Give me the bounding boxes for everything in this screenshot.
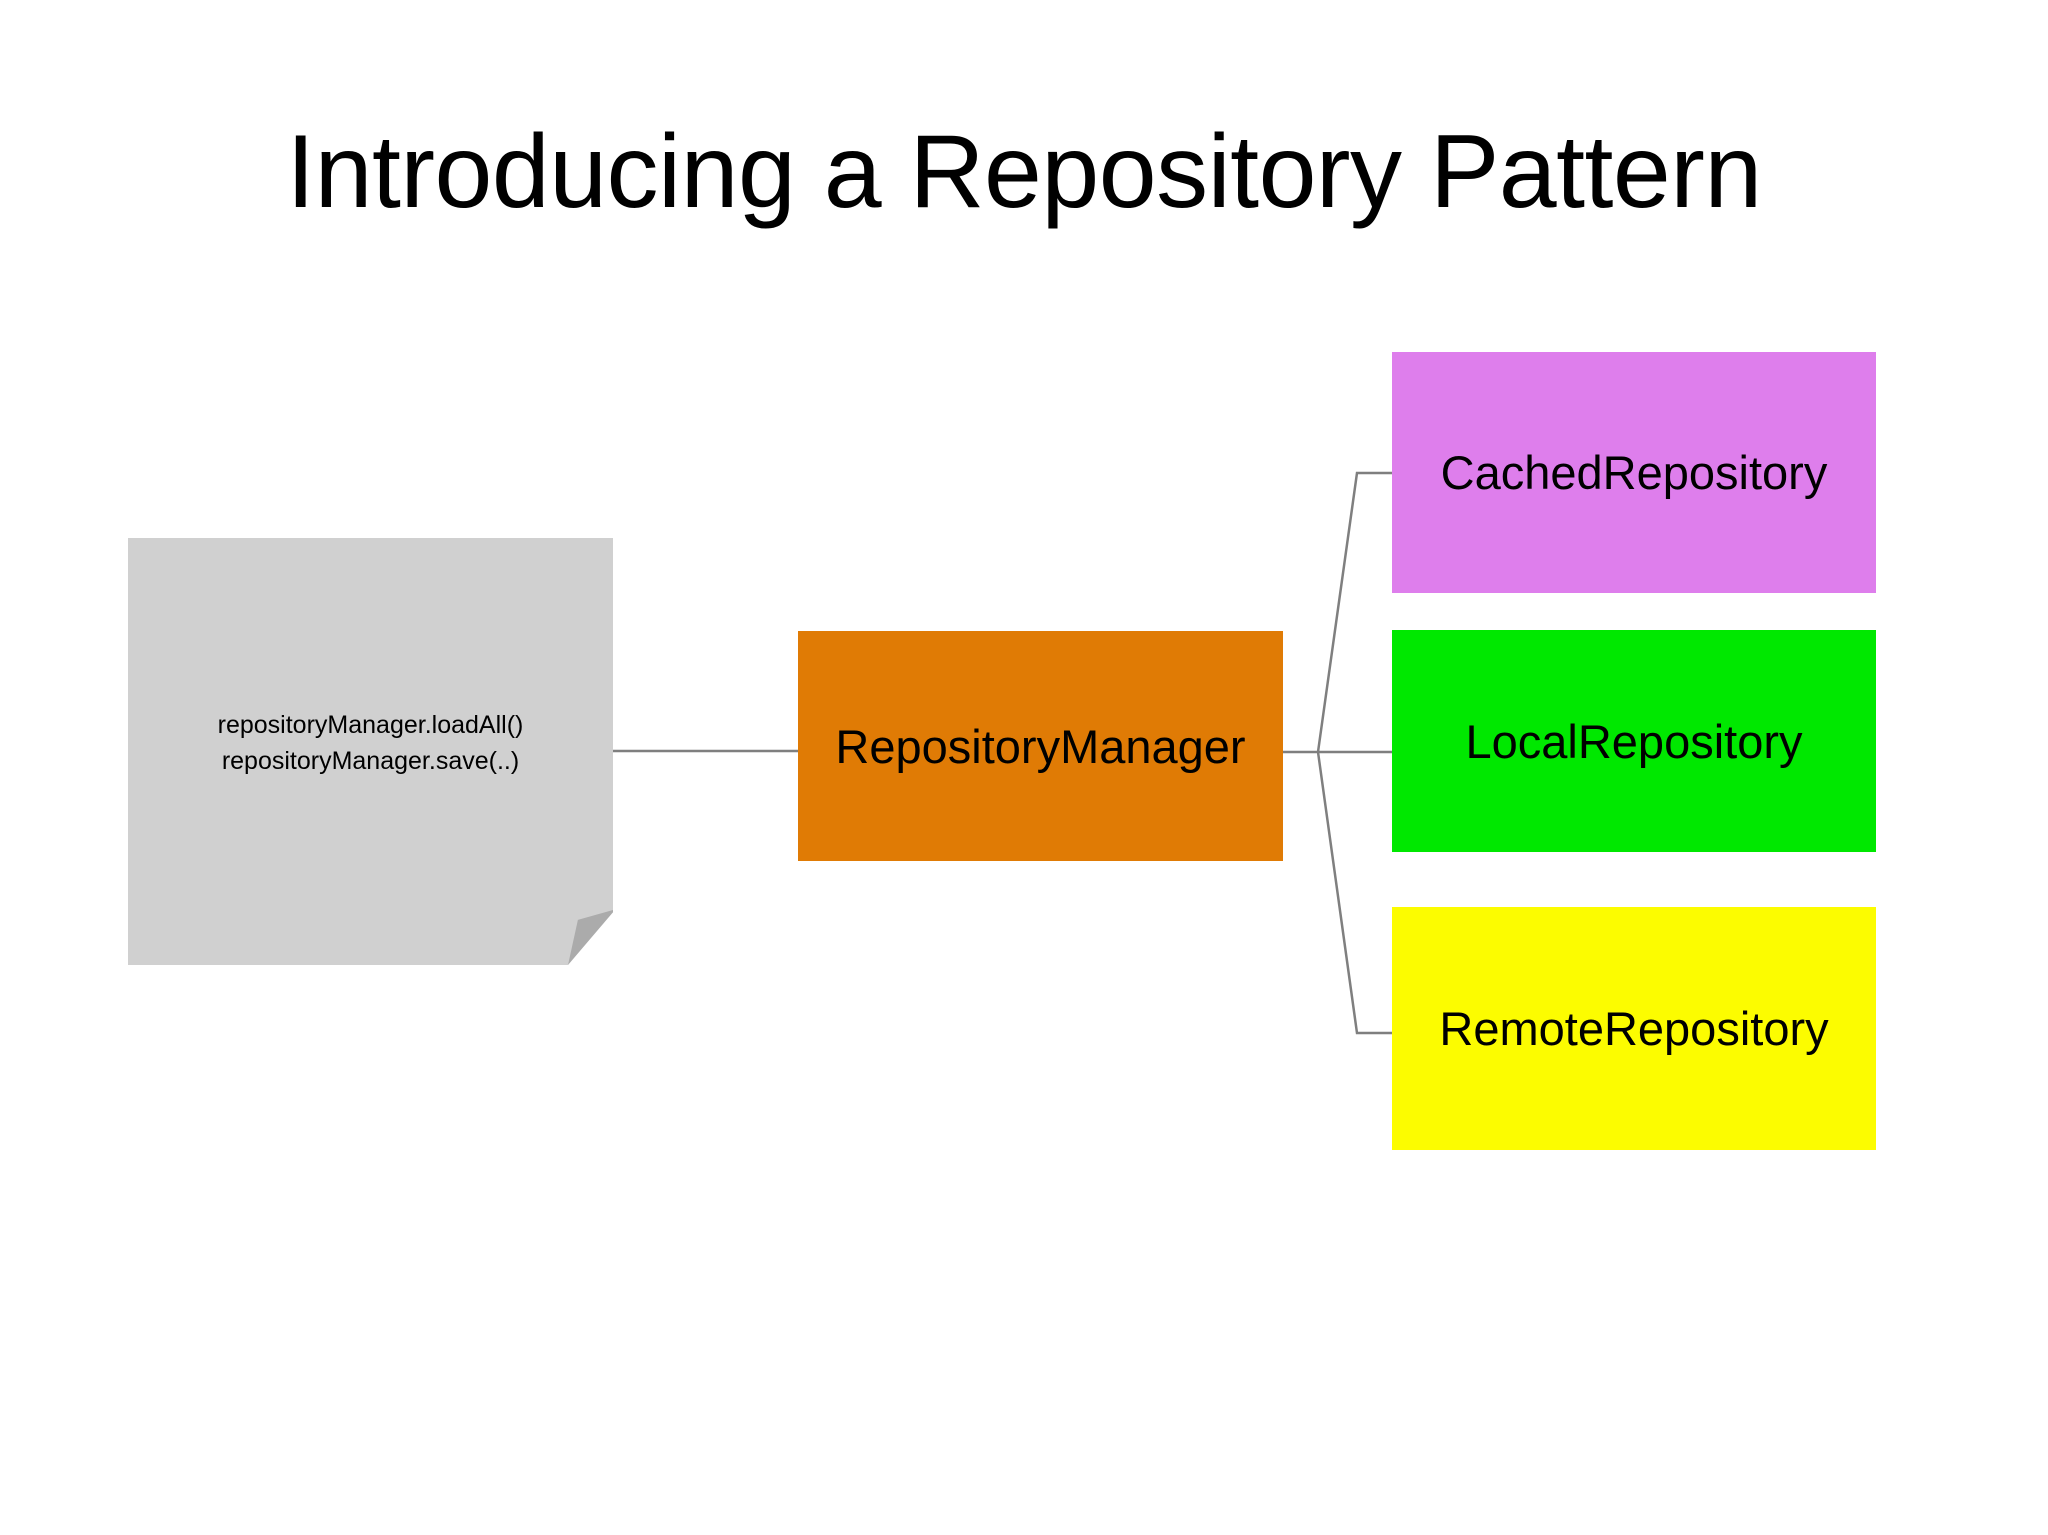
node-remote-repository[interactable]: RemoteRepository xyxy=(1392,907,1876,1150)
node-cached-repository-label: CachedRepository xyxy=(1440,446,1828,499)
connector-manager-to-cached xyxy=(1316,471,1392,753)
node-repository-manager[interactable]: RepositoryManager xyxy=(798,631,1283,861)
node-cached-repository[interactable]: CachedRepository xyxy=(1392,352,1876,593)
node-remote-repository-label: RemoteRepository xyxy=(1439,1002,1829,1055)
usage-note: repositoryManager.loadAll() repositoryMa… xyxy=(128,538,613,965)
note-text: repositoryManager.loadAll() repositoryMa… xyxy=(128,708,613,779)
note-body xyxy=(128,538,613,965)
page-title: Introducing a Repository Pattern xyxy=(286,114,1762,230)
connector-manager-to-remote xyxy=(1316,751,1392,1035)
note-line-1: repositoryManager.loadAll() xyxy=(217,711,524,739)
node-local-repository-label: LocalRepository xyxy=(1465,714,1803,768)
node-local-repository[interactable]: LocalRepository xyxy=(1392,630,1876,852)
note-line-2: repositoryManager.save(..) xyxy=(221,746,520,775)
node-repository-manager-label: RepositoryManager xyxy=(835,719,1246,773)
